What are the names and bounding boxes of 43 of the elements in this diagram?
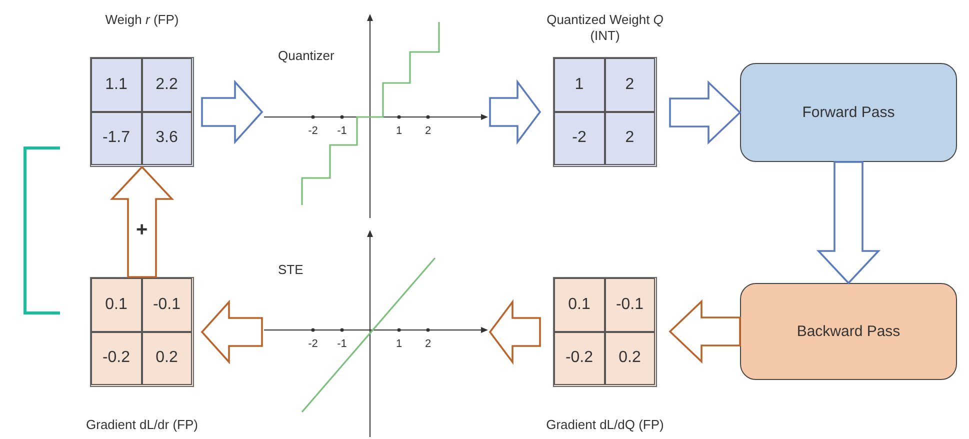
matrix-cell: -1.7 bbox=[91, 112, 142, 165]
block-arrow bbox=[200, 300, 263, 364]
matrix-cell: 0.2 bbox=[604, 332, 655, 385]
block-arrow bbox=[489, 79, 542, 145]
block-arrow bbox=[201, 80, 264, 144]
matrix-caption: Quantized Weight Q (INT) bbox=[546, 12, 664, 44]
matrix-cell: -0.2 bbox=[554, 332, 604, 385]
matrix-cell: 2 bbox=[604, 58, 655, 112]
matrix-cell: -0.1 bbox=[142, 278, 192, 332]
block-arrow bbox=[668, 299, 741, 364]
tick-label: 1 bbox=[394, 338, 404, 350]
block-arrow bbox=[816, 161, 881, 284]
process-label: Forward Pass bbox=[802, 104, 895, 121]
process-box bbox=[740, 283, 957, 380]
matrix-cell: -0.1 bbox=[604, 278, 655, 332]
block-arrow bbox=[488, 299, 541, 365]
tick-label: -1 bbox=[336, 338, 348, 350]
block-arrow bbox=[110, 166, 174, 278]
matrix-cell: 0.1 bbox=[91, 278, 142, 332]
matrix-cell: 3.6 bbox=[142, 112, 192, 165]
matrix-cell: 1 bbox=[554, 58, 604, 112]
matrix-cell: -0.2 bbox=[91, 332, 142, 385]
tick-label: -2 bbox=[307, 338, 319, 350]
plot-title: Quantizer bbox=[278, 48, 334, 63]
matrix-cell: 0.1 bbox=[554, 278, 604, 332]
matrix-caption: Weigh r (FP) bbox=[104, 12, 180, 28]
matrix-cell: 2.2 bbox=[142, 58, 192, 112]
matrix-cell: 2 bbox=[604, 112, 655, 165]
process-box bbox=[740, 63, 957, 162]
matrix-caption: Gradient dL/dr (FP) bbox=[85, 417, 199, 433]
plot-title: STE bbox=[278, 262, 304, 277]
tick-label: 1 bbox=[394, 125, 404, 137]
process-label: Backward Pass bbox=[796, 323, 900, 340]
tick-label: 2 bbox=[424, 338, 432, 350]
tick-label: -1 bbox=[336, 125, 348, 137]
edge-label: + bbox=[136, 220, 148, 240]
tick-label: -2 bbox=[307, 125, 319, 137]
matrix-cell: 1.1 bbox=[91, 58, 142, 112]
tick-label: 2 bbox=[424, 125, 432, 137]
block-arrow bbox=[669, 80, 742, 145]
matrix-cell: 0.2 bbox=[142, 332, 192, 385]
matrix-caption: Gradient dL/dQ (FP) bbox=[545, 417, 665, 433]
matrix-cell: -2 bbox=[554, 112, 604, 165]
